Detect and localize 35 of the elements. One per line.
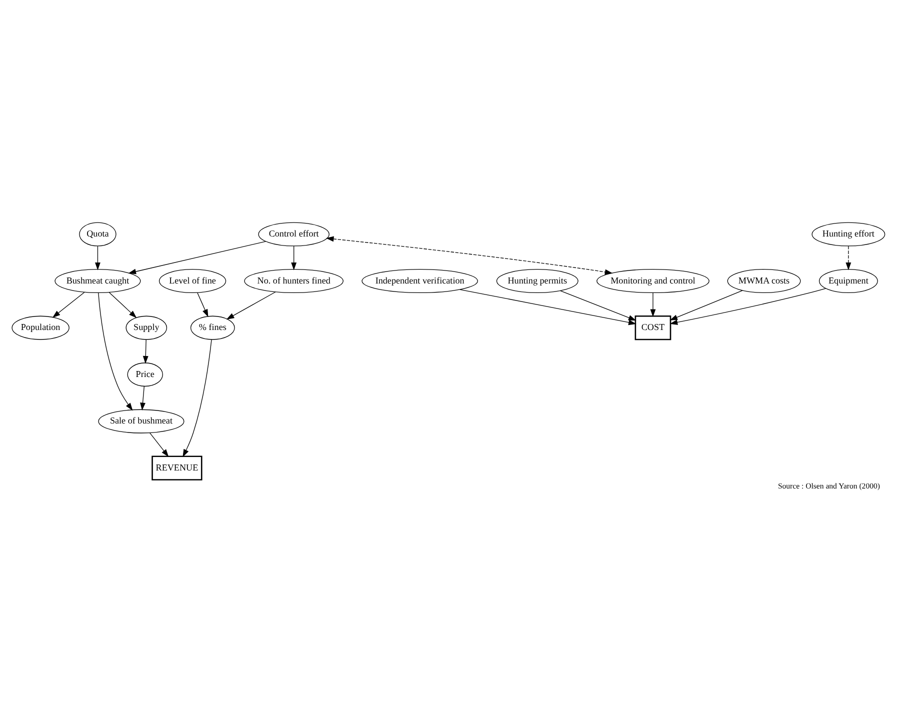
node-ellipse: Population bbox=[12, 315, 70, 340]
arrow bbox=[560, 290, 636, 320]
arrow bbox=[650, 292, 656, 317]
arrow bbox=[846, 245, 852, 270]
arrow bbox=[460, 288, 636, 325]
node-box: REVENUE bbox=[152, 455, 202, 480]
arrow bbox=[150, 432, 169, 456]
node-ellipse: MWMA costs bbox=[727, 268, 801, 293]
node-ellipse: Control effort bbox=[258, 222, 330, 246]
arrow bbox=[182, 338, 212, 457]
node-ellipse: Equipment bbox=[818, 268, 878, 293]
node-ellipse: Level of fine bbox=[158, 268, 226, 293]
arrow bbox=[670, 288, 826, 324]
node-ellipse: Quota bbox=[79, 222, 116, 246]
node-ellipse: Price bbox=[127, 362, 163, 386]
arrow bbox=[52, 291, 85, 318]
node-ellipse: % fines bbox=[190, 315, 235, 340]
node-ellipse: Hunting permits bbox=[496, 268, 578, 293]
arrow bbox=[197, 292, 208, 317]
node-ellipse: Hunting effort bbox=[812, 222, 886, 246]
arrow bbox=[326, 236, 613, 274]
arrow bbox=[226, 291, 276, 319]
arrow bbox=[670, 290, 743, 320]
arrow bbox=[94, 245, 100, 270]
arrow bbox=[142, 338, 148, 364]
arrow bbox=[98, 292, 133, 410]
arrow bbox=[108, 292, 137, 318]
node-ellipse: Sale of bushmeat bbox=[98, 408, 184, 433]
node-ellipse: Independent verification bbox=[362, 268, 478, 293]
arrow bbox=[291, 245, 297, 270]
arrow bbox=[140, 386, 146, 410]
node-ellipse: Supply bbox=[126, 315, 168, 340]
node-box: COST bbox=[634, 314, 672, 340]
node-ellipse: No. of hunters fined bbox=[244, 268, 344, 293]
arrow bbox=[128, 240, 266, 274]
